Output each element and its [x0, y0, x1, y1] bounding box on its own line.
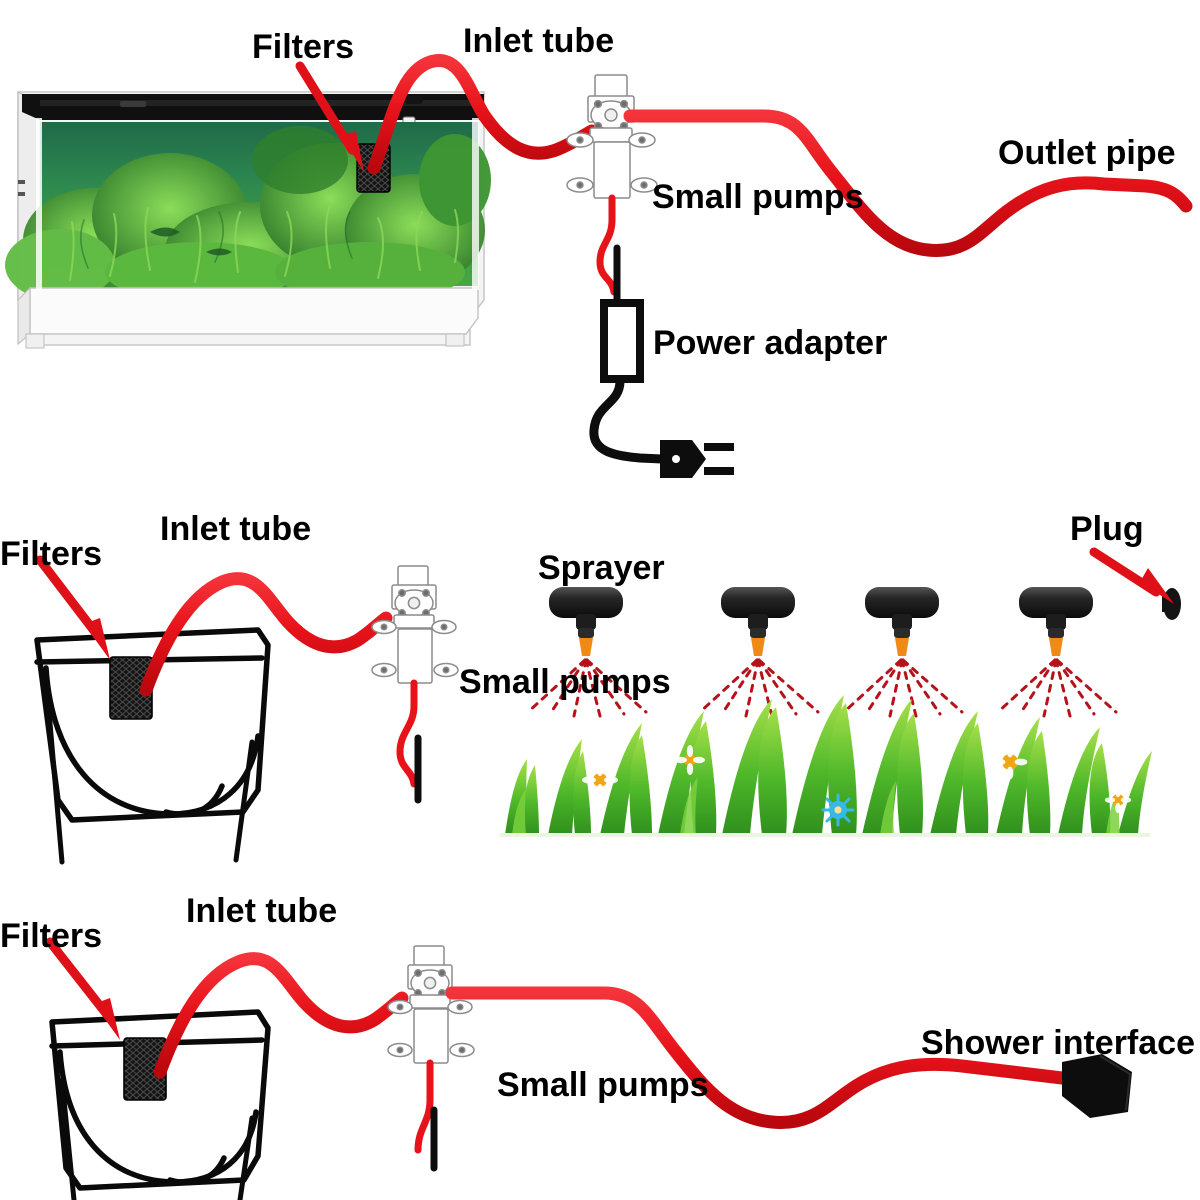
label-outlet-pipe: Outlet pipe — [998, 134, 1176, 172]
red-inlet-tube-sprayer — [139, 572, 393, 697]
label-plug: Plug — [1070, 510, 1144, 548]
bucket-body-sprayer — [45, 697, 255, 865]
label-shower-interface: Shower interface — [921, 1024, 1195, 1062]
adapter-cord — [589, 376, 667, 464]
bucket-body-shower — [59, 1077, 255, 1200]
label-small-pumps-tank: Small pumps — [652, 178, 864, 216]
pump-unit-shower — [387, 945, 475, 1064]
red-inlet-tube-tank — [367, 54, 599, 175]
aquarium-tank — [5, 90, 491, 349]
filters-arrow-tank — [295, 61, 364, 172]
red-inlet-tube-shower — [153, 952, 409, 1079]
power-adapter-brick — [600, 299, 644, 383]
label-inlet-tube-shower: Inlet tube — [186, 892, 338, 930]
grass-strip — [500, 695, 1152, 837]
pump-unit-tank — [566, 74, 658, 199]
filters-arrow-shower — [45, 937, 120, 1040]
mains-plug-icon — [660, 440, 734, 478]
red-outlet-hose-shower — [445, 986, 1069, 1129]
label-power-adapter: Power adapter — [653, 324, 888, 362]
filters-arrow-sprayer — [35, 555, 110, 660]
sprayer-nozzle-group — [526, 587, 1118, 718]
pump-unit-sprayer — [371, 565, 459, 684]
label-inlet-tube-tank: Inlet tube — [463, 22, 615, 60]
label-filters-sprayer: Filters — [0, 535, 103, 573]
label-sprayer: Sprayer — [538, 549, 665, 587]
label-filters-tank: Filters — [252, 28, 355, 66]
pump-red-wire-shower — [414, 1059, 434, 1154]
red-outlet-pipe — [623, 109, 1193, 257]
label-filters-shower: Filters — [0, 917, 103, 955]
pump-red-wire-tank — [596, 194, 618, 296]
shower-interface-head — [1062, 1054, 1132, 1118]
plug-arrow — [1089, 547, 1174, 604]
pump-red-wire-sprayer — [396, 679, 418, 788]
label-small-pumps-shower: Small pumps — [497, 1066, 709, 1104]
label-small-pumps-sprayer: Small pumps — [459, 663, 671, 701]
label-inlet-tube-sprayer: Inlet tube — [160, 510, 312, 548]
grass-flowers — [582, 744, 1132, 827]
